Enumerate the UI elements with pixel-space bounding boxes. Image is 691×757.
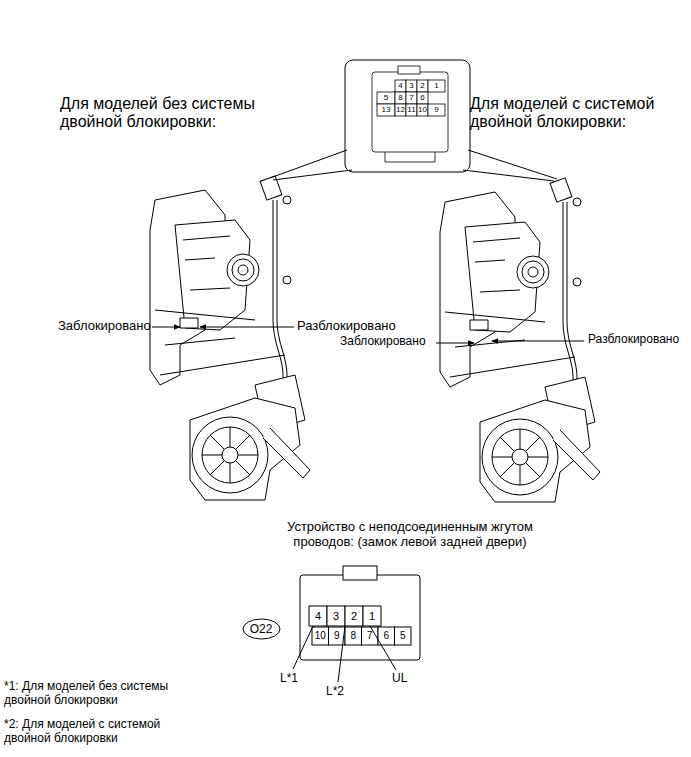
pin-number: 3 xyxy=(333,611,339,622)
signal-name: L*1 xyxy=(280,672,298,686)
pin-number: 6 xyxy=(383,631,389,641)
pin-number: 13 xyxy=(382,106,391,114)
pin-number: 11 xyxy=(407,106,415,114)
pin-number: 5 xyxy=(384,94,388,102)
pin-number: 10 xyxy=(418,106,427,114)
pin-number: 8 xyxy=(350,631,356,641)
pin-number: 2 xyxy=(351,611,357,622)
pin-number: 1 xyxy=(434,82,438,90)
connector-heading: Устройство с неподсоединенным жгутом про… xyxy=(275,520,545,550)
variant-heading: Для моделей с системой двойной блокировк… xyxy=(470,95,685,132)
state-label: Заблокировано xyxy=(340,335,426,349)
pin-number: 5 xyxy=(400,631,406,641)
footnote: *2: Для моделей с системой двойной блоки… xyxy=(4,718,204,746)
pin-number: 9 xyxy=(334,631,340,641)
state-label: Разблокировано xyxy=(297,319,396,334)
signal-name: L*2 xyxy=(326,685,344,699)
pin-number: 1 xyxy=(369,611,375,622)
state-label: Заблокировано xyxy=(58,319,151,334)
pin-number: 7 xyxy=(409,94,413,102)
pin-number: 7 xyxy=(367,631,373,641)
pin-number: 6 xyxy=(420,94,424,102)
pin-number: 3 xyxy=(409,82,413,90)
connector-code: O22 xyxy=(242,622,281,636)
pin-number: 4 xyxy=(315,611,321,622)
footnote: *1: Для моделей без системы двойной блок… xyxy=(4,680,204,708)
pin-number: 8 xyxy=(398,94,402,102)
variant-heading: Для моделей без системы двойной блокиров… xyxy=(60,95,275,132)
state-label: Разблокировано xyxy=(588,333,679,347)
pin-number: 12 xyxy=(396,106,405,114)
pin-number: 4 xyxy=(398,82,402,90)
pin-number: 9 xyxy=(434,106,438,114)
pin-number: 2 xyxy=(420,82,424,90)
pin-number: 10 xyxy=(315,631,326,641)
signal-name: UL xyxy=(392,672,407,686)
connector-code-oval: O22 xyxy=(242,618,281,640)
